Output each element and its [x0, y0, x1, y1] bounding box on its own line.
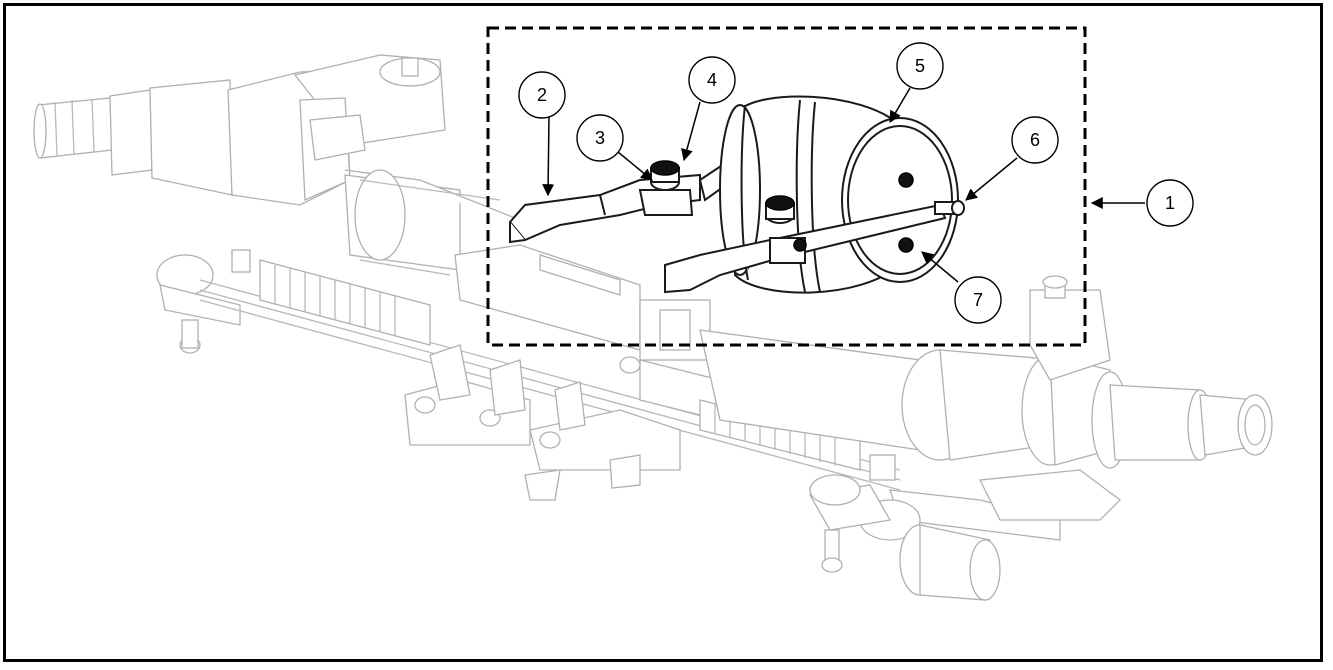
left-spindle — [33, 79, 233, 196]
callout-1: 1 — [1146, 179, 1194, 227]
callout-4-label: 4 — [707, 70, 717, 90]
air-chamber — [719, 95, 959, 294]
lower-clamps — [404, 344, 681, 501]
callout-7: 7 — [954, 276, 1002, 324]
callout-7-label: 7 — [973, 290, 983, 310]
leader-lines — [542, 87, 1145, 283]
left-tie-rod-end — [156, 249, 251, 354]
leader-4 — [681, 101, 701, 162]
slack-adjuster — [663, 195, 965, 294]
axle-tube — [344, 169, 521, 276]
callout-5: 5 — [896, 42, 944, 90]
callout-2-label: 2 — [537, 85, 547, 105]
axle-background — [33, 54, 1273, 601]
leader-2 — [542, 114, 555, 197]
callout-6: 6 — [1011, 116, 1059, 164]
leader-3 — [617, 151, 653, 181]
highlighted-assembly — [508, 95, 965, 294]
left-bellows — [259, 259, 431, 346]
figure-border — [3, 3, 1323, 662]
callout-3-label: 3 — [595, 128, 605, 148]
clamp-bracket — [638, 158, 742, 216]
callout-1-label: 1 — [1165, 193, 1175, 213]
callout-3: 3 — [576, 114, 624, 162]
leader-5 — [889, 87, 911, 124]
leader-6 — [965, 157, 1018, 201]
callout-6-label: 6 — [1030, 130, 1040, 150]
callout-2: 2 — [518, 71, 566, 119]
left-knuckle — [227, 54, 446, 206]
callout-4: 4 — [688, 56, 736, 104]
leader-7 — [921, 251, 959, 283]
right-knuckle — [808, 275, 1121, 601]
assembly-boundary-box — [486, 26, 1087, 347]
callout-5-label: 5 — [915, 56, 925, 76]
